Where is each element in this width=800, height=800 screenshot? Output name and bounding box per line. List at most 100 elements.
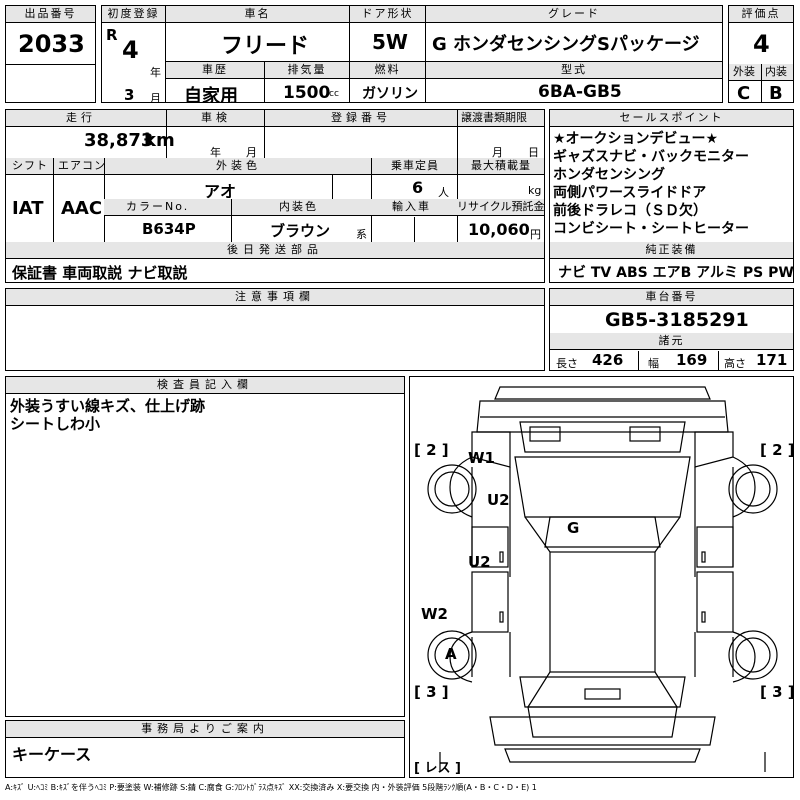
sales-points-box: セールスポイント ★オークションデビュー★ ギャズスナビ・バックモニター ホンダ… — [549, 109, 794, 283]
insp-month-unit: 月 — [246, 146, 257, 159]
length: 426 — [592, 351, 624, 369]
ac: AAC — [61, 198, 103, 219]
tire-rr-label: [ 3 ] — [760, 683, 794, 701]
grade: G ホンダセンシングSパッケージ — [432, 34, 700, 55]
tire-fl-label: [ 2 ] — [414, 441, 449, 459]
registration-year: 4 — [122, 36, 139, 64]
damage-mark: U2 — [468, 553, 491, 571]
era: R — [106, 26, 118, 44]
length-label: 長さ — [556, 357, 578, 370]
sales-point: コンビシート・シートヒーター — [553, 221, 749, 237]
damage-mark: G — [567, 519, 580, 537]
recycle-unit: 円 — [530, 228, 541, 241]
office-text: キーケース — [12, 745, 92, 764]
color: アオ — [204, 182, 237, 201]
capacity-label: 乗車定員 — [391, 159, 439, 172]
mileage-unit: km — [144, 130, 175, 151]
color-label: 外装色 — [216, 159, 261, 172]
spare-tire-label: [ レス ] — [414, 761, 461, 776]
damage-mark: A — [445, 645, 457, 663]
office-label: 事務局よりご案内 — [6, 721, 404, 738]
details-header: 走行 車検 登録番号 譲渡書類期限 — [6, 110, 544, 127]
displacement-box: 排気量 1500 cc — [264, 61, 350, 103]
history-label: 車歴 — [166, 62, 264, 79]
grade-box: グレード G ホンダセンシングSパッケージ — [425, 5, 723, 62]
registration-box: 初度登録 R 4 年 3 月 — [101, 5, 166, 103]
interior-color: ブラウン — [270, 222, 331, 240]
displacement-label: 排気量 — [265, 62, 349, 79]
model-box: 型式 6BA-GB5 — [425, 61, 723, 103]
tire-fl-depth: 2 — [426, 441, 437, 459]
inspector-note: 外装うすい線キズ、仕上げ跡 — [10, 397, 206, 415]
year-unit: 年 — [150, 66, 161, 79]
inspector-note: シートしわ小 — [10, 415, 101, 433]
car-name: フリード — [221, 34, 310, 59]
insp-year-unit: 年 — [210, 146, 221, 159]
month-unit: 月 — [150, 92, 161, 103]
displacement: 1500 — [283, 83, 331, 103]
grade-label: グレード — [426, 6, 722, 23]
color-number: B634P — [142, 220, 196, 238]
capacity: 6 — [412, 178, 424, 197]
ext-label: 外装 — [733, 65, 755, 78]
displacement-unit: cc — [329, 89, 339, 99]
fuel: ガソリン — [362, 86, 418, 102]
capacity-unit: 人 — [438, 186, 449, 199]
registration-month: 3 — [124, 86, 135, 103]
tire-rr-depth: 3 — [772, 683, 783, 701]
damage-mark: W1 — [468, 449, 495, 467]
history-box: 車歴 自家用 — [165, 61, 265, 103]
ac-label: エアコン — [58, 159, 106, 172]
tire-fr-label: [ 2 ] — [760, 441, 794, 459]
history: 自家用 — [184, 86, 238, 103]
door-box: ドア形状 5W — [349, 5, 426, 62]
model: 6BA-GB5 — [538, 82, 622, 102]
shift: IAT — [12, 198, 44, 219]
sales-point: ホンダセンシング — [553, 167, 665, 183]
transfer-label: 譲渡書類期限 — [461, 111, 527, 124]
height: 171 — [756, 351, 788, 369]
notes-label: 注意事項欄 — [6, 289, 544, 306]
recycle-label: リサイクル預託金 — [457, 200, 545, 213]
equipment-label: 純正装備 — [550, 242, 793, 259]
registration-label: 初度登録 — [102, 6, 165, 23]
sales-point: 前後ドラレコ（ＳＤ欠） — [553, 203, 707, 219]
sales-points-label: セールスポイント — [550, 110, 793, 127]
width-label: 幅 — [648, 357, 659, 370]
door-label: ドア形状 — [350, 6, 425, 23]
later-parts: 保証書 車両取説 ナビ取説 — [12, 264, 188, 282]
score: 4 — [753, 30, 770, 58]
details-header-2: シフト エアコン 外装色 乗車定員 最大積載量 — [6, 158, 544, 175]
lot-number: 2033 — [18, 30, 85, 58]
sales-points-list: ★オークションデビュー★ ギャズスナビ・バックモニター ホンダセンシング 両側パ… — [553, 130, 749, 238]
car-name-box: 車名 フリード — [165, 5, 350, 62]
mileage-label: 走行 — [66, 111, 96, 124]
legend: A:ｷｽﾞ U:ﾍｺﾐ B:ｷｽﾞを伴うﾍｺﾐ P:要塗装 W:補修跡 S:錆 … — [5, 783, 537, 792]
ext-grade: C — [737, 83, 751, 103]
sales-point: ★オークションデビュー★ — [553, 131, 719, 147]
chassis-number: GB5-3185291 — [605, 309, 749, 331]
lot-number-box: 出品番号 2033 — [5, 5, 96, 103]
car-name-label: 車名 — [166, 6, 349, 23]
inspector-box: 検査員記入欄 外装うすい線キズ、仕上げ跡 シートしわ小 — [5, 376, 405, 717]
notes-box: 注意事項欄 — [5, 288, 545, 371]
inspector-label: 検査員記入欄 — [6, 377, 404, 394]
mileage: 38,873 — [84, 130, 154, 151]
office-box: 事務局よりご案内 キーケース — [5, 720, 405, 778]
equipment-list: ナビ TV ABS エアB アルミ PS PW — [558, 265, 794, 281]
int-grade: B — [769, 83, 783, 103]
height-label: 高さ — [724, 357, 746, 370]
model-label: 型式 — [426, 62, 722, 79]
tire-fr-depth: 2 — [772, 441, 783, 459]
car-outline — [427, 386, 778, 772]
tire-rl-label: [ 3 ] — [414, 683, 449, 701]
dims-label: 諸元 — [550, 333, 793, 350]
intcolor-label: 内装色 — [279, 200, 318, 213]
later-parts-label: 後日発送部品 — [6, 242, 544, 259]
spare-tire: レス — [424, 761, 451, 776]
lot-number-label: 出品番号 — [6, 6, 95, 23]
transfer-month-unit: 月 — [492, 146, 503, 159]
door-type: 5W — [372, 30, 408, 54]
chassis-label: 車台番号 — [550, 289, 793, 306]
width: 169 — [676, 351, 708, 369]
